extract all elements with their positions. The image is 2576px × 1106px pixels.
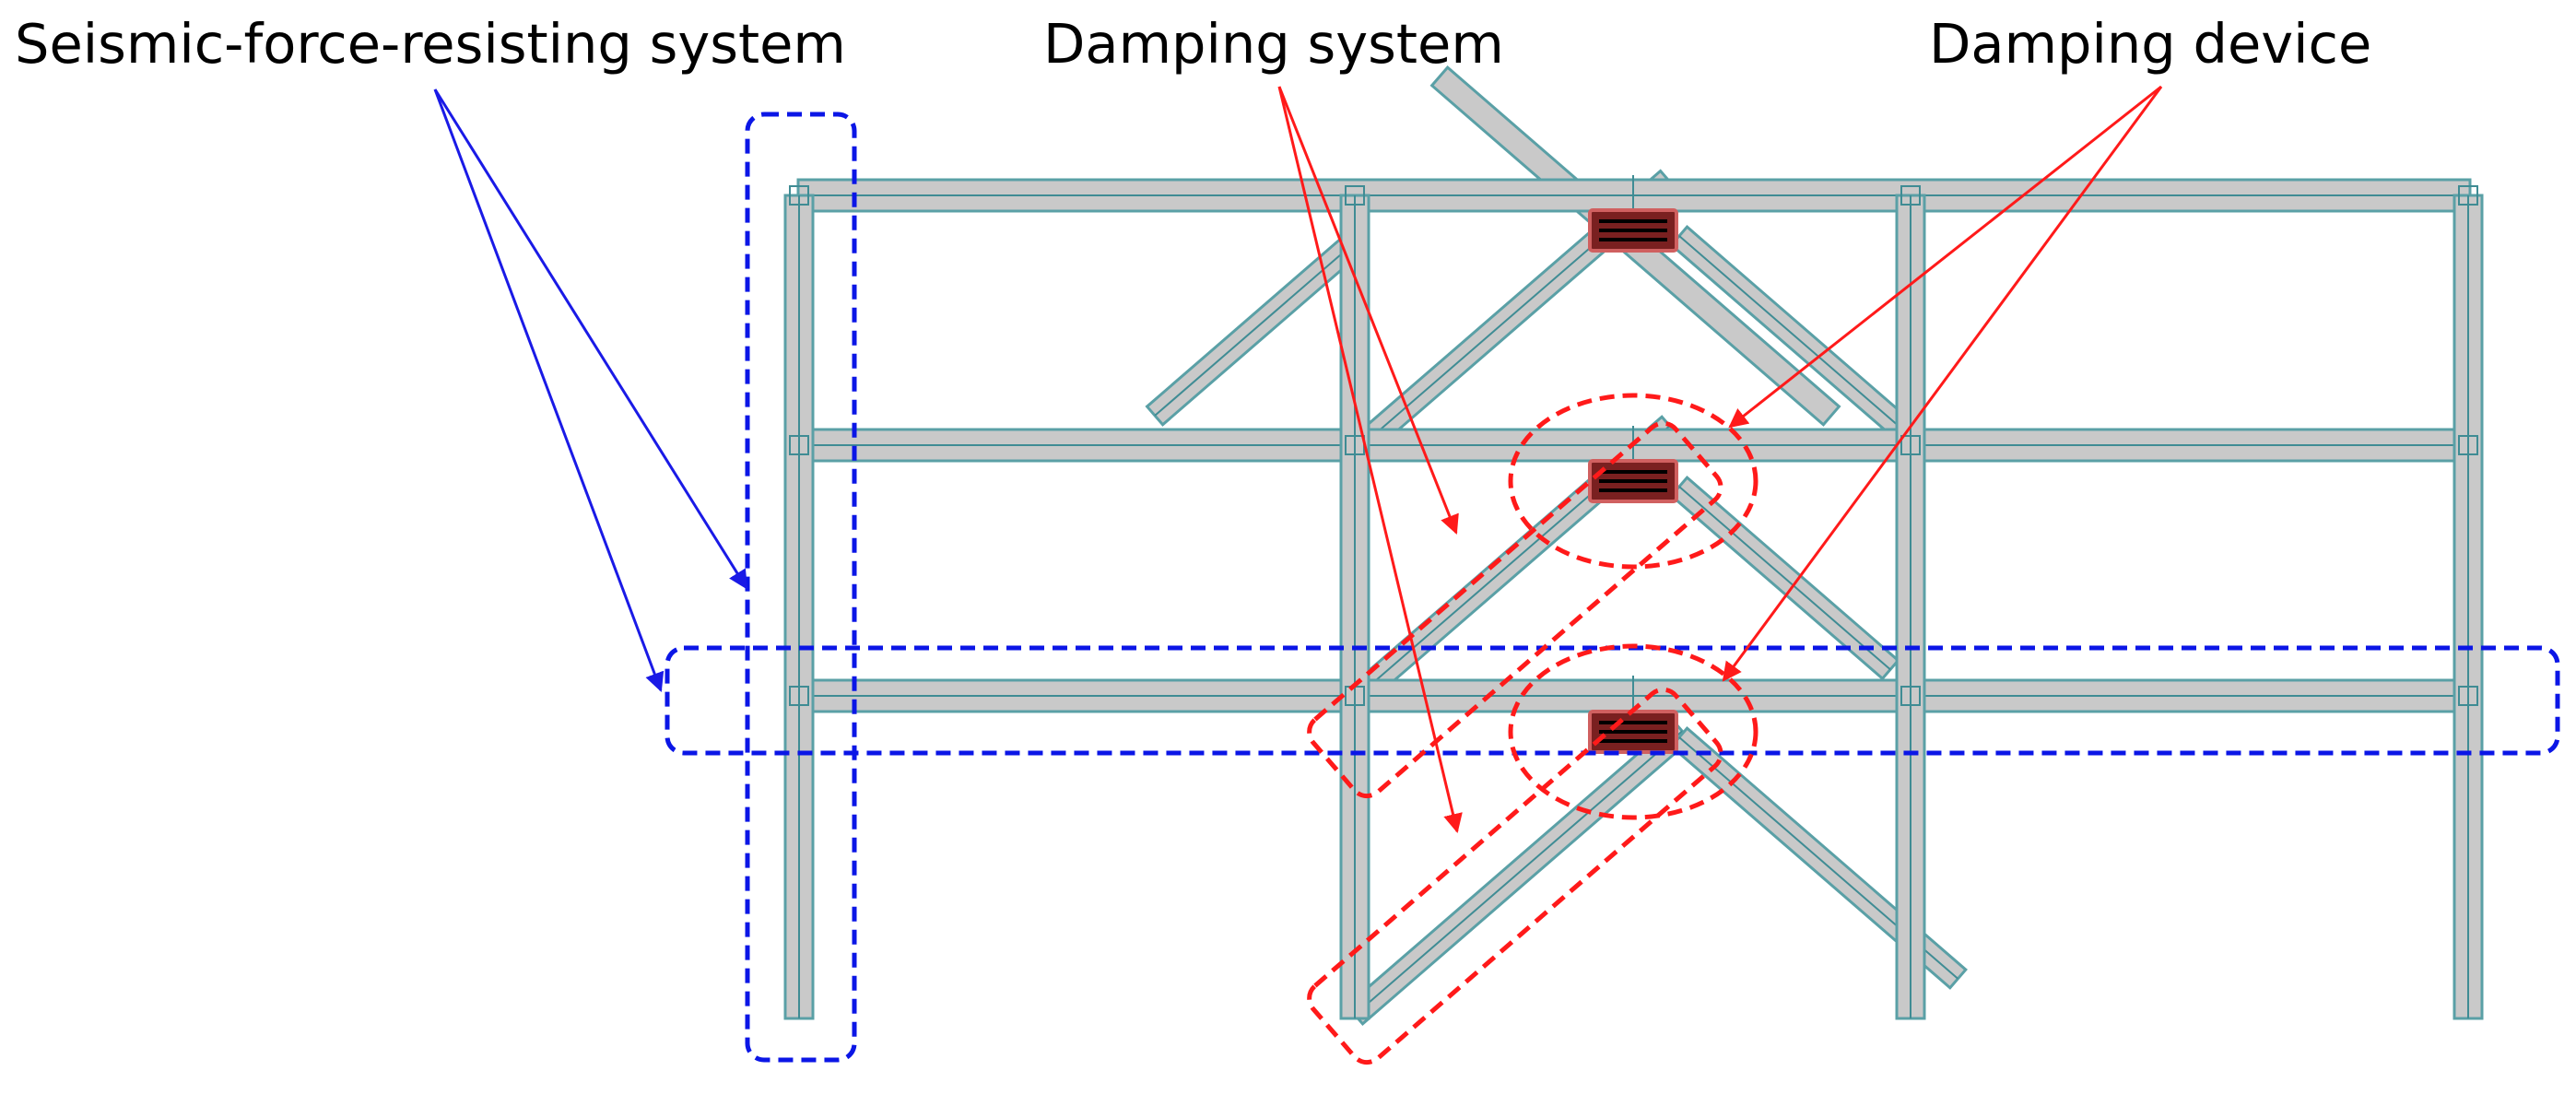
seismic-leader-arrows [433, 88, 748, 692]
damping-system-highlight-lower [1307, 687, 1723, 1065]
damping-device-highlight-upper [1508, 393, 1759, 570]
damping-device-roof [1588, 208, 1678, 253]
damping-device-leader-arrows [1722, 85, 2163, 682]
brace-lower-right [1669, 726, 1968, 990]
columns [783, 194, 2484, 1020]
damping-system-highlight-upper [1307, 420, 1723, 799]
damping-device-floor-1 [1588, 710, 1678, 754]
damping-system-label: Damping system [1043, 12, 1504, 76]
brace-middle-right [1669, 476, 1900, 681]
damping-system-leader-arrows [1277, 86, 1463, 834]
damping-device-floor-2 [1588, 459, 1678, 503]
brace-lower-left [1345, 720, 1692, 1026]
brace-upper-left [1145, 231, 1365, 427]
seismic-force-resisting-system-label: Seismic-force-resisting system [15, 12, 846, 76]
damping-device-label: Damping device [1929, 12, 2372, 76]
joints [789, 175, 2478, 712]
brace-top-right [1669, 225, 1920, 447]
damping-device-highlight-lower [1508, 643, 1759, 820]
